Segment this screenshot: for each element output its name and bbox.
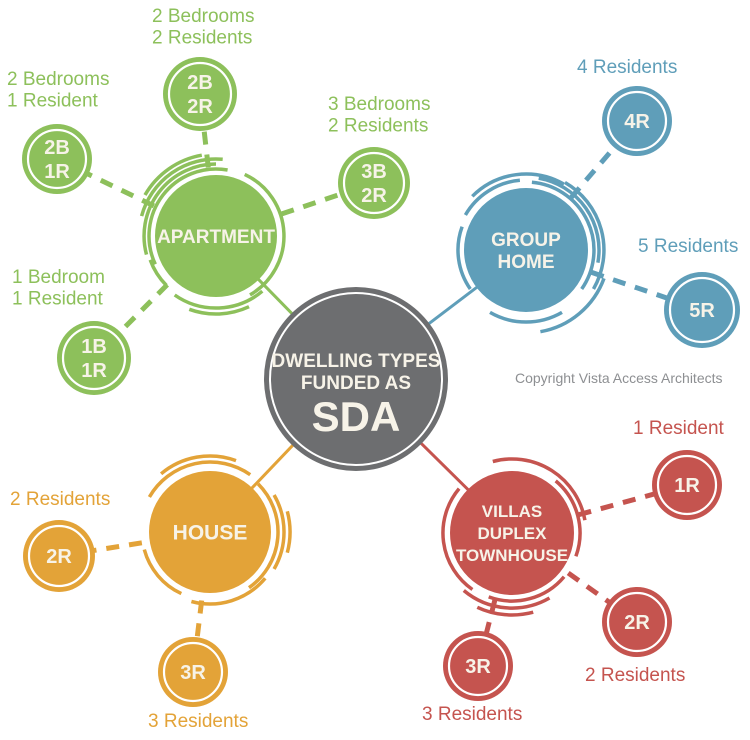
satellite-apartment-2b1r-code: 1R [44,161,70,183]
decor-arc-group-home-4 [463,178,521,216]
cluster-house-circle [149,471,271,593]
satellite-house-3r-ring [162,641,224,703]
decor-arc-villas-4 [462,589,551,610]
decor-arc-villas-0 [492,457,587,521]
satellite-villas-3r-label: 3 Residents [422,704,522,725]
cluster-villas-name: TOWNHOUSE [456,546,568,565]
decor-arc-apartment-2 [139,157,223,217]
decor-arc-house-1 [159,454,237,476]
decor-arc-house-2 [247,482,280,590]
satellite-group-home-5r-ring [668,276,736,344]
satellite-villas-2r-label: 2 Residents [585,665,685,686]
hub-title-line-1: DWELLING TYPES [272,351,441,372]
decor-arc-house-3 [272,494,286,570]
satellite-villas-3r-code: 3R [465,656,491,678]
satellite-group-home-5r-circle [664,272,740,348]
satellite-apartment-3b2r-circle [338,147,410,219]
decor-arc-group-home-6 [456,226,472,291]
decor-arc-villas-5 [476,605,534,617]
satellite-apartment-1b1r-circle [57,321,131,395]
hub-inner-ring [269,292,443,466]
satellite-apartment-2b1r-circle [22,124,92,194]
copyright-text: Copyright Vista Access Architects [515,370,723,386]
satellite-house-3r-circle [158,637,228,707]
satellite-house-2r-label: 2 Residents [10,489,110,510]
satellite-group-home-4r-code: 4R [624,111,650,133]
satellite-house-3r-label: 3 Residents [148,711,248,732]
cluster-villas-name: DUPLEX [478,524,548,543]
decor-arc-apartment-6 [173,289,264,310]
decor-arc-group-home-3 [540,277,606,334]
cluster-apartment-name: APARTMENT [157,227,275,248]
satellite-apartment-2b1r-code: 2B [44,137,70,159]
satellite-villas-3r-circle [443,631,513,701]
decor-arc-villas-1 [554,479,582,557]
hub-circle [264,287,448,471]
satellite-house-2r-ring [27,524,91,588]
satellite-apartment-3b2r-code: 2R [361,185,387,207]
decor-arc-apartment-4 [243,172,286,297]
satellite-villas-2r-ring [606,591,668,653]
cluster-apartment-circle [155,175,277,297]
satellite-house-2r-code: 2R [46,546,72,568]
satellite-apartment-1b1r-code: 1B [81,336,107,358]
decor-arc-group-home-5 [471,172,565,198]
decor-arc-house-4 [285,510,292,554]
cluster-villas-name: VILLAS [482,502,542,521]
satellite-apartment-2b2r-label: 2 Bedrooms [152,6,254,27]
satellite-apartment-2b2r-code: 2B [187,72,213,94]
satellite-apartment-2b2r-label: 2 Residents [152,28,252,49]
satellite-villas-1r-circle [652,450,722,520]
satellite-group-home-5r-label: 5 Residents [638,236,738,257]
cluster-group-home-circle [464,188,588,312]
satellite-apartment-1b1r-label: 1 Resident [12,289,104,310]
satellite-villas-3r-ring [447,635,509,697]
decor-arc-apartment-1 [142,162,217,256]
satellite-apartment-3b2r-code: 3B [361,161,387,183]
cluster-villas-circle [450,471,574,595]
satellite-apartment-2b1r-label: 1 Resident [7,91,99,112]
decor-arc-apartment-5 [148,259,168,287]
decor-arc-group-home-1 [538,176,601,264]
decor-arc-villas-3 [488,575,566,603]
satellite-villas-1r-ring [656,454,718,516]
satellite-apartment-1b1r-ring [61,325,127,391]
decor-arc-group-home-2 [564,180,606,290]
satellite-apartment-3b2r-ring [342,151,406,215]
cluster-house-name: HOUSE [173,522,248,545]
satellite-villas-2r-code: 2R [624,612,650,634]
satellite-apartment-2b2r-code: 2R [187,96,213,118]
decor-arc-group-home-0 [531,180,596,291]
satellite-apartment-1b1r-label: 1 Bedroom [12,267,105,288]
decor-arc-apartment-7 [188,305,250,316]
satellite-apartment-2b2r-circle [163,57,237,131]
hub-acronym: SDA [312,393,401,440]
satellite-apartment-3b2r-label: 3 Bedrooms [328,94,430,115]
satellite-apartment-3b2r-label: 2 Residents [328,116,428,137]
decor-arc-house-0 [147,460,252,498]
decor-arc-apartment-0 [147,167,228,266]
satellite-villas-2r-circle [602,587,672,657]
satellite-apartment-1b1r-code: 1R [81,360,107,382]
decor-arc-house-6 [190,577,267,606]
satellite-apartment-2b2r-ring [167,61,233,127]
satellite-villas-1r-label: 1 Resident [633,418,725,439]
cluster-group-home-name: GROUP [491,230,561,251]
satellite-group-home-4r-ring [606,90,668,152]
satellite-villas-1r-code: 1R [674,475,700,497]
hub-title-line-2: FUNDED AS [301,373,411,394]
decor-arc-house-5 [142,549,183,596]
satellite-group-home-4r-label: 4 Residents [577,57,677,78]
decor-arc-villas-2 [441,487,474,591]
satellite-house-2r-circle [23,520,95,592]
satellite-apartment-2b1r-ring [26,128,88,190]
satellite-group-home-5r-code: 5R [689,300,715,322]
decor-arc-group-home-7 [489,310,563,324]
satellite-house-3r-code: 3R [180,662,206,684]
satellite-apartment-2b1r-label: 2 Bedrooms [7,69,109,90]
cluster-group-home-name: HOME [498,252,555,273]
decor-arc-apartment-3 [143,153,203,196]
satellite-group-home-4r-circle [602,86,672,156]
